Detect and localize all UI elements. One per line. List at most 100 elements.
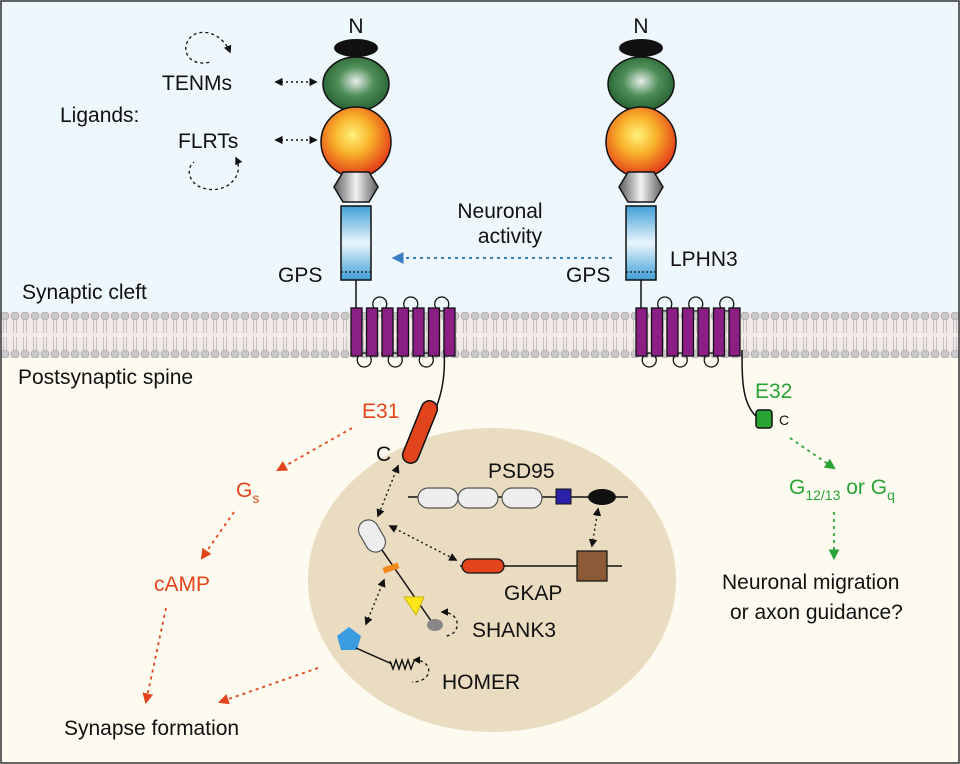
olfactomedin-domain-left	[322, 56, 390, 112]
e31-domain	[401, 400, 439, 464]
gkap-brown-domain	[576, 550, 608, 582]
left-tm-loop-2	[372, 296, 388, 312]
hormone-binding-domain-right	[618, 171, 664, 203]
psd95-sh3	[555, 488, 572, 505]
shank3-orange-mark	[382, 562, 400, 574]
right-tm-loop-6	[719, 296, 735, 312]
g1213-main: G	[789, 476, 805, 499]
right-tm-helix-7	[728, 307, 741, 357]
e32-domain	[755, 409, 773, 429]
left-tm-helix-1	[350, 307, 363, 357]
psd95-gk	[588, 489, 616, 505]
flrts-label: FLRTs	[178, 130, 238, 153]
gkap-protein	[460, 550, 622, 582]
n-terminal-cap-left	[334, 39, 378, 57]
gkap-label: GKAP	[504, 582, 562, 605]
or-gq-text: or G	[840, 476, 887, 499]
g1213-pathway-arrows	[789, 437, 840, 561]
e31-label: E31	[362, 400, 399, 423]
e32-to-g1213-arrow	[789, 437, 836, 470]
neuronal-migration-label: Neuronal migration	[722, 571, 899, 594]
c-terminus-label-right: C	[779, 412, 789, 428]
left-tm-loop-6	[434, 296, 450, 312]
right-tm-helix-1	[635, 307, 648, 357]
homer-coiled-coil	[389, 657, 415, 672]
lphn3-label: LPHN3	[670, 248, 738, 271]
hormone-binding-domain-left	[333, 171, 379, 203]
synaptic-cleft-label: Synaptic cleft	[22, 281, 147, 304]
gs-subscript: s	[252, 490, 259, 506]
gkap-red-domain	[461, 558, 505, 574]
gq-subscript: q	[887, 487, 895, 503]
shank3-sam-domain	[427, 619, 443, 631]
right-tm-loop-3	[672, 352, 688, 368]
synaptic-cleft-region	[0, 0, 960, 335]
gs-main: G	[236, 479, 252, 502]
n-terminus-label-left: N	[348, 15, 363, 38]
right-tm-loop-2	[657, 296, 673, 312]
c-terminus-label-left: C	[376, 443, 391, 466]
left-tm-helix-3	[381, 307, 394, 357]
e31-to-gs-arrow	[276, 427, 353, 472]
homer-evh1-domain	[337, 627, 361, 650]
psd95-pdz3	[501, 487, 543, 509]
lphn3-right-receptor	[605, 39, 677, 310]
synapse-formation-label: Synapse formation	[64, 717, 239, 740]
left-tm-helix-5	[412, 307, 425, 357]
g1213-gq-label: G12/13 or Gq	[789, 476, 895, 503]
psd95-pdz1	[417, 487, 459, 509]
tenms-label: TENMs	[162, 72, 232, 95]
shank3-pdz	[357, 519, 387, 553]
e31-shank3-interaction	[376, 464, 400, 518]
left-tm-helix-4	[396, 307, 410, 357]
neuronal-label: Neuronal	[457, 200, 542, 223]
flrts-self-arrow	[188, 156, 243, 191]
psd95-protein	[408, 487, 628, 509]
right-tm-helix-4	[681, 307, 695, 357]
psd95-label: PSD95	[488, 460, 555, 483]
homer-self-arrow	[411, 656, 430, 683]
gps-label-left: GPS	[278, 264, 322, 287]
left-tm-helix-6	[427, 307, 441, 357]
gps-label-right: GPS	[566, 264, 610, 287]
left-tm-loop-1	[356, 352, 372, 368]
c-tail-right	[741, 349, 759, 419]
right-tm-helix-2	[650, 307, 664, 357]
right-tm-helix-3	[666, 307, 679, 357]
right-tm-helix-6	[712, 307, 726, 357]
transmembrane-helices-left	[350, 296, 456, 368]
postsynaptic-spine-label: Postsynaptic spine	[18, 366, 193, 389]
homer-protein	[337, 627, 430, 683]
lectin-domain-right	[605, 106, 677, 178]
interaction-arrows	[274, 77, 602, 626]
postsynaptic-density	[308, 428, 676, 732]
gs-label: Gs	[236, 479, 259, 506]
shank3-label: SHANK3	[472, 619, 556, 642]
right-tm-loop-4	[688, 296, 704, 312]
right-tm-loop-5	[703, 352, 719, 368]
n-terminal-cap-right	[619, 39, 663, 57]
n-terminus-label-right: N	[633, 15, 648, 38]
gain-domain-left	[340, 205, 372, 281]
left-tm-loop-4	[403, 296, 419, 312]
shank3-yellow-domain	[403, 596, 425, 617]
g1213-subscript: 12/13	[805, 487, 840, 503]
activity-label: activity	[478, 225, 543, 248]
shank3-protein	[357, 519, 458, 637]
homer-label: HOMER	[442, 671, 520, 694]
camp-label: cAMP	[154, 573, 210, 596]
ligands-label: Ligands:	[60, 104, 139, 127]
axon-guidance-label: or axon guidance?	[730, 601, 903, 624]
psd95-gkap-interaction	[588, 507, 602, 548]
left-tm-helix-7	[443, 307, 456, 357]
tenms-self-arrow	[185, 31, 232, 64]
shank3-self-arrow	[440, 608, 458, 637]
gs-to-camp-arrow	[200, 511, 235, 560]
transmembrane-helices-right	[635, 296, 741, 368]
e32-label: E32	[755, 380, 792, 403]
shank3-gkap-interaction	[388, 525, 458, 561]
gs-pathway-arrows	[142, 427, 353, 705]
